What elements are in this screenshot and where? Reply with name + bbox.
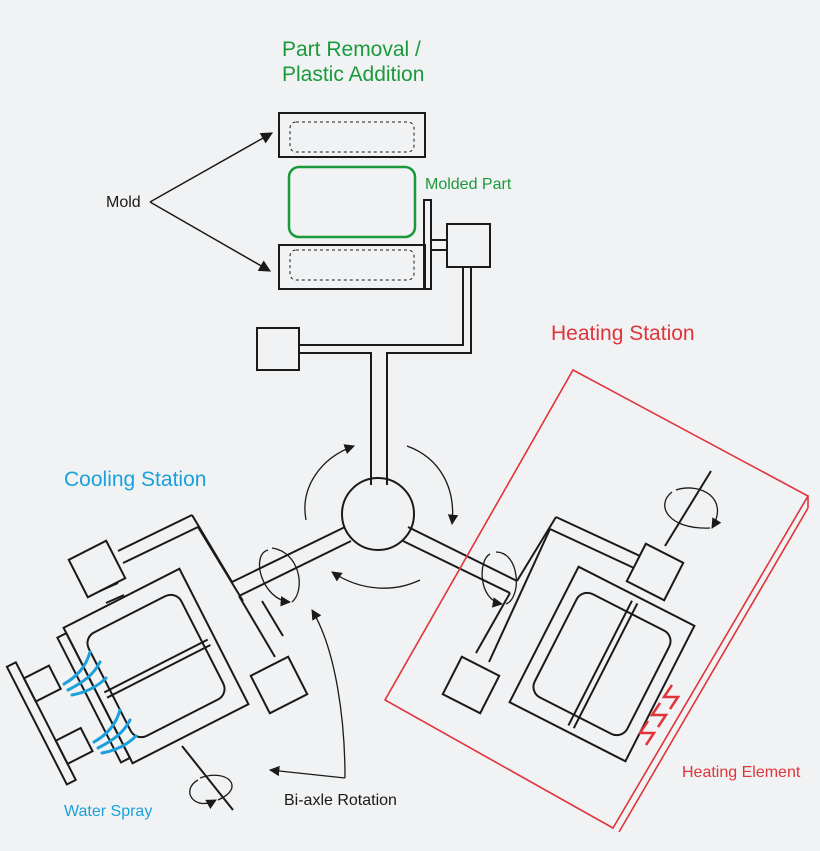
central-hub [341,477,415,551]
heating-motor-box-upper [625,542,685,602]
molded-part-shape [287,165,417,239]
bi-axle-rotation-label: Bi-axle Rotation [284,792,397,809]
top-mold-lower [278,244,426,290]
heating-mold [508,565,696,763]
heating-element-icon [637,684,681,746]
molded-part-label: Molded Part [425,176,512,193]
heating-motor-box-lower [441,655,501,715]
part-removal-title-line1: Part Removal / [282,38,421,61]
part-removal-title-line2: Plastic Addition [282,63,425,86]
mold-arrows [149,132,274,272]
heating-station-label: Heating Station [551,322,695,345]
heating-element-label: Heating Element [682,764,801,781]
water-spray-icon [62,650,138,755]
cooling-mold [56,567,250,765]
right-arm [402,516,641,663]
heating-enclosure [383,368,810,833]
cooling-motor-box-lower [249,655,309,715]
top-mold-plate [423,199,432,290]
rotation-arrows [189,444,722,810]
top-left-motor-box [256,327,300,371]
water-spray-label: Water Spray [64,803,153,820]
top-motor-box [446,223,491,268]
top-mold-upper [278,112,426,158]
cooling-station-label: Cooling Station [64,468,207,491]
left-arm [117,514,352,658]
cooling-motor-box-upper [67,539,127,599]
water-spray-frame [5,660,94,786]
mold-label: Mold [106,194,141,211]
